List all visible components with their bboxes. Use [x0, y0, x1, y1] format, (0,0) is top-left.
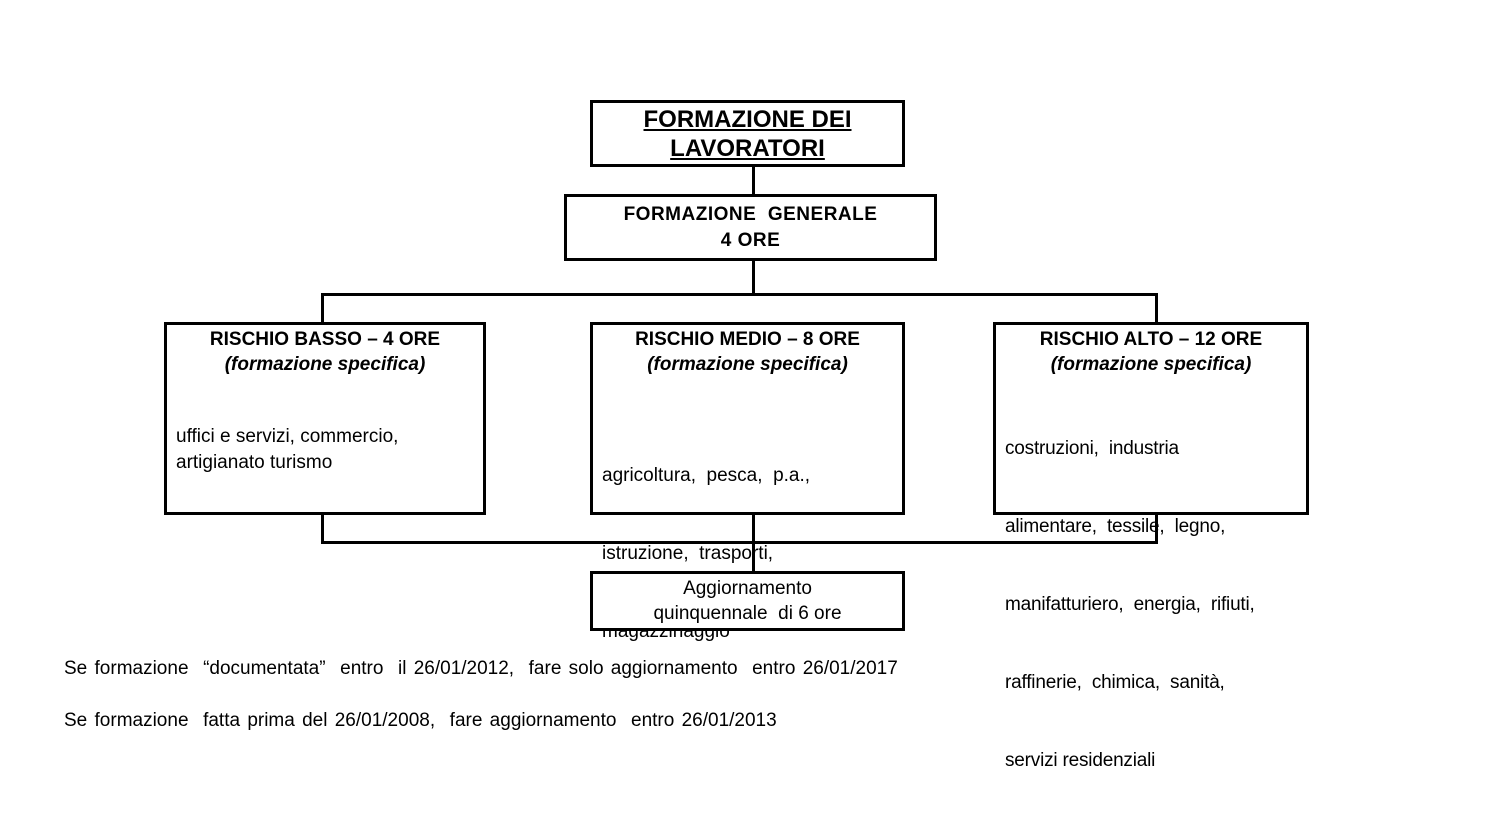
risk-high-subtitle: (formazione specifica)	[1050, 354, 1252, 375]
root-box: FORMAZIONE DEI LAVORATORI	[590, 100, 905, 167]
risk-medium-box: RISCHIO MEDIO – 8 ORE (formazione specif…	[590, 322, 905, 642]
risk-medium-description: agricoltura, pesca, p.a., istruzione, tr…	[602, 411, 896, 697]
risk-high-description-line: servizi residenziali	[1005, 750, 1156, 771]
risk-high-title: RISCHIO ALTO – 12 ORE	[1039, 329, 1263, 350]
note-training-before-2008: Se formazione fatta prima del 26/01/2008…	[64, 710, 777, 731]
risk-medium-description-line: istruzione, trasporti,	[602, 543, 774, 564]
connector-root-general	[752, 166, 755, 195]
connector-top-horizontal	[321, 293, 1158, 296]
connector-mid-to-update	[752, 514, 755, 572]
update-line2: quinquennale di 6 ore	[653, 603, 842, 624]
risk-low-title: RISCHIO BASSO – 4 ORE	[209, 329, 441, 350]
risk-low-subtitle: (formazione specifica)	[224, 354, 426, 375]
connector-top-left-drop	[321, 293, 324, 323]
risk-low-box: RISCHIO BASSO – 4 ORE (formazione specif…	[164, 322, 486, 515]
risk-high-description: costruzioni, industria alimentare, tessi…	[1005, 384, 1300, 826]
note-documented-training: Se formazione “documentata” entro il 26/…	[64, 658, 898, 679]
risk-low-description: uffici e servizi, commercio, artigianato…	[176, 424, 477, 476]
general-training-box: FORMAZIONE GENERALE 4 ORE	[564, 194, 937, 261]
general-training-hours: 4 ORE	[720, 229, 781, 251]
risk-high-description-line: alimentare, tessile, legno,	[1005, 516, 1226, 537]
risk-medium-subtitle: (formazione specifica)	[647, 354, 848, 375]
connector-bottom-horizontal	[321, 541, 1158, 544]
connector-top-right-drop	[1155, 293, 1158, 323]
connector-bottom-left-rise	[321, 514, 324, 544]
connector-general-down	[752, 260, 755, 296]
update-box: Aggiornamento quinquennale di 6 ore	[590, 571, 905, 631]
update-line1: Aggiornamento	[683, 578, 812, 599]
risk-medium-title: RISCHIO MEDIO – 8 ORE	[635, 329, 860, 350]
root-title-line1: FORMAZIONE DEI	[643, 105, 852, 133]
risk-high-box: RISCHIO ALTO – 12 ORE (formazione specif…	[993, 322, 1309, 771]
connector-bottom-right-rise	[1155, 514, 1158, 544]
root-title-line2: LAVORATORI	[670, 134, 825, 162]
general-training-title: FORMAZIONE GENERALE	[623, 203, 878, 225]
risk-high-description-line: raffinerie, chimica, sanità,	[1005, 672, 1225, 693]
risk-low-description-line: uffici e servizi, commercio,	[176, 426, 399, 447]
risk-high-description-line: costruzioni, industria	[1005, 438, 1179, 459]
risk-medium-description-line: agricoltura, pesca, p.a.,	[602, 465, 811, 486]
risk-low-description-line: artigianato turismo	[176, 452, 333, 473]
risk-high-description-line: manifatturiero, energia, rifiuti,	[1005, 594, 1255, 615]
